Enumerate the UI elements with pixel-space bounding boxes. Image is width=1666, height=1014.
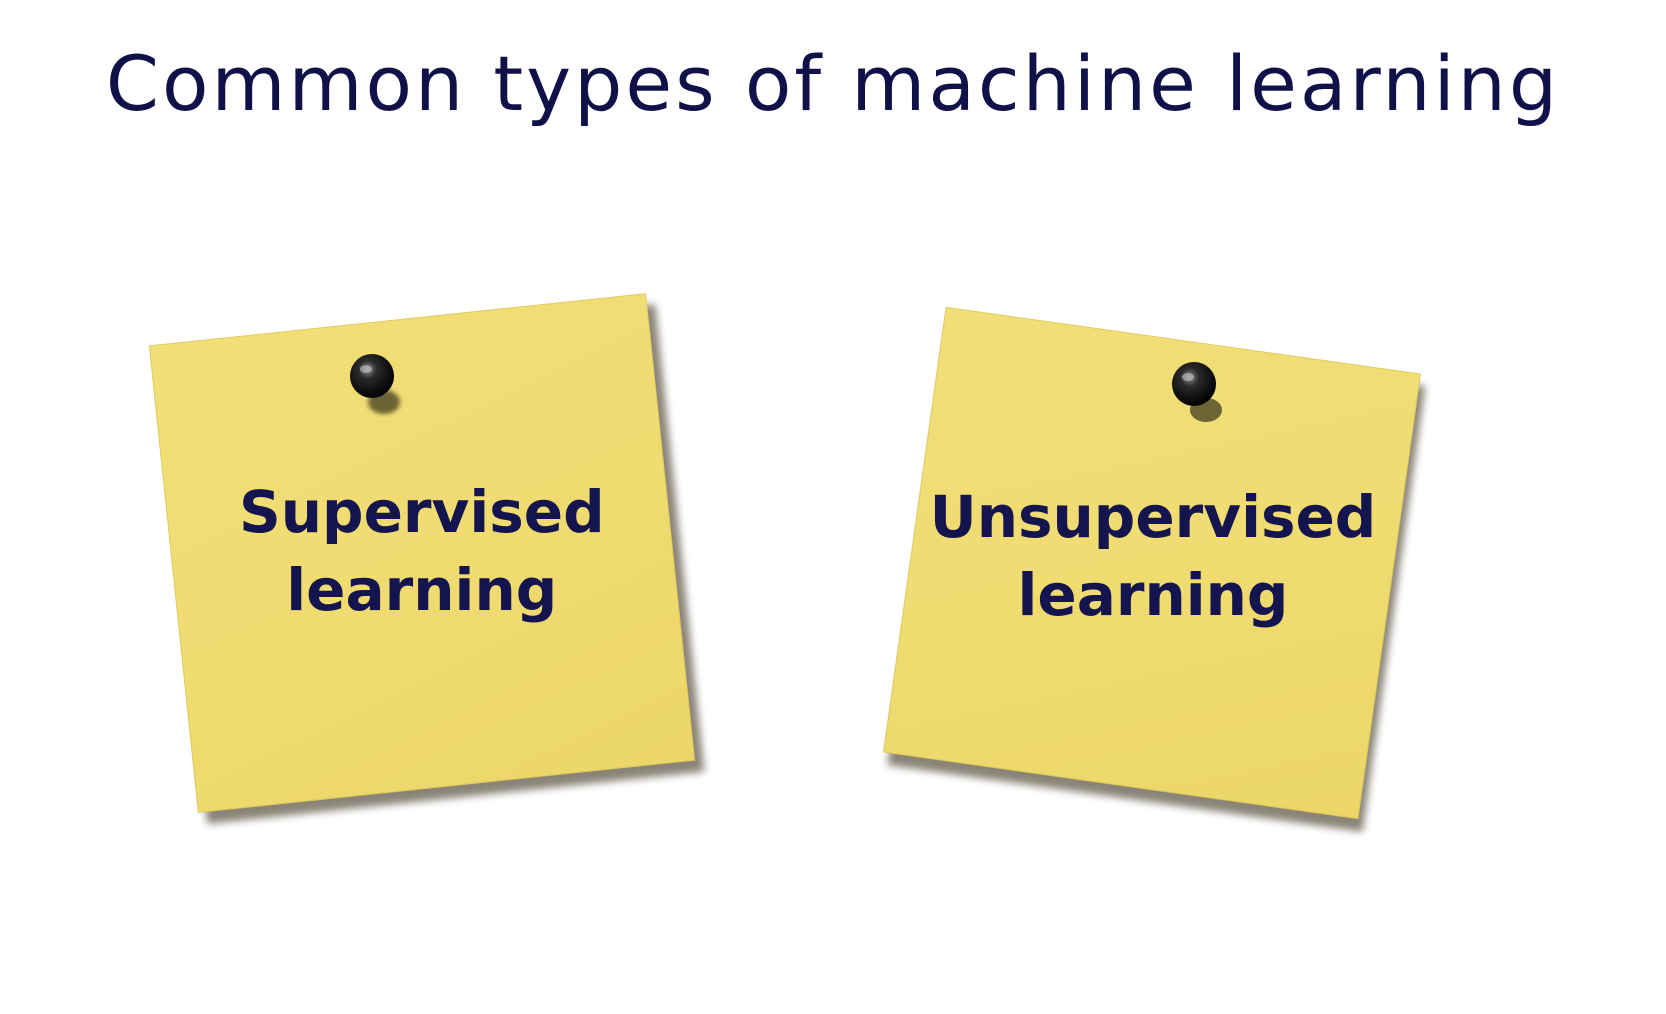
pushpin-icon	[344, 350, 424, 434]
note-label-line-2: learning	[286, 556, 558, 625]
sticky-note-unsupervised: Unsupervised learning	[883, 306, 1426, 832]
note-label-line-1: Supervised	[238, 478, 605, 547]
note-label: Supervised learning	[172, 473, 672, 629]
note-label-line-2: learning	[1017, 561, 1289, 630]
page-title: Common types of machine learning	[105, 39, 1561, 128]
pushpin-icon	[1166, 358, 1246, 442]
note-label-line-1: Unsupervised	[929, 483, 1377, 552]
note-label: Unsupervised learning	[913, 478, 1393, 634]
